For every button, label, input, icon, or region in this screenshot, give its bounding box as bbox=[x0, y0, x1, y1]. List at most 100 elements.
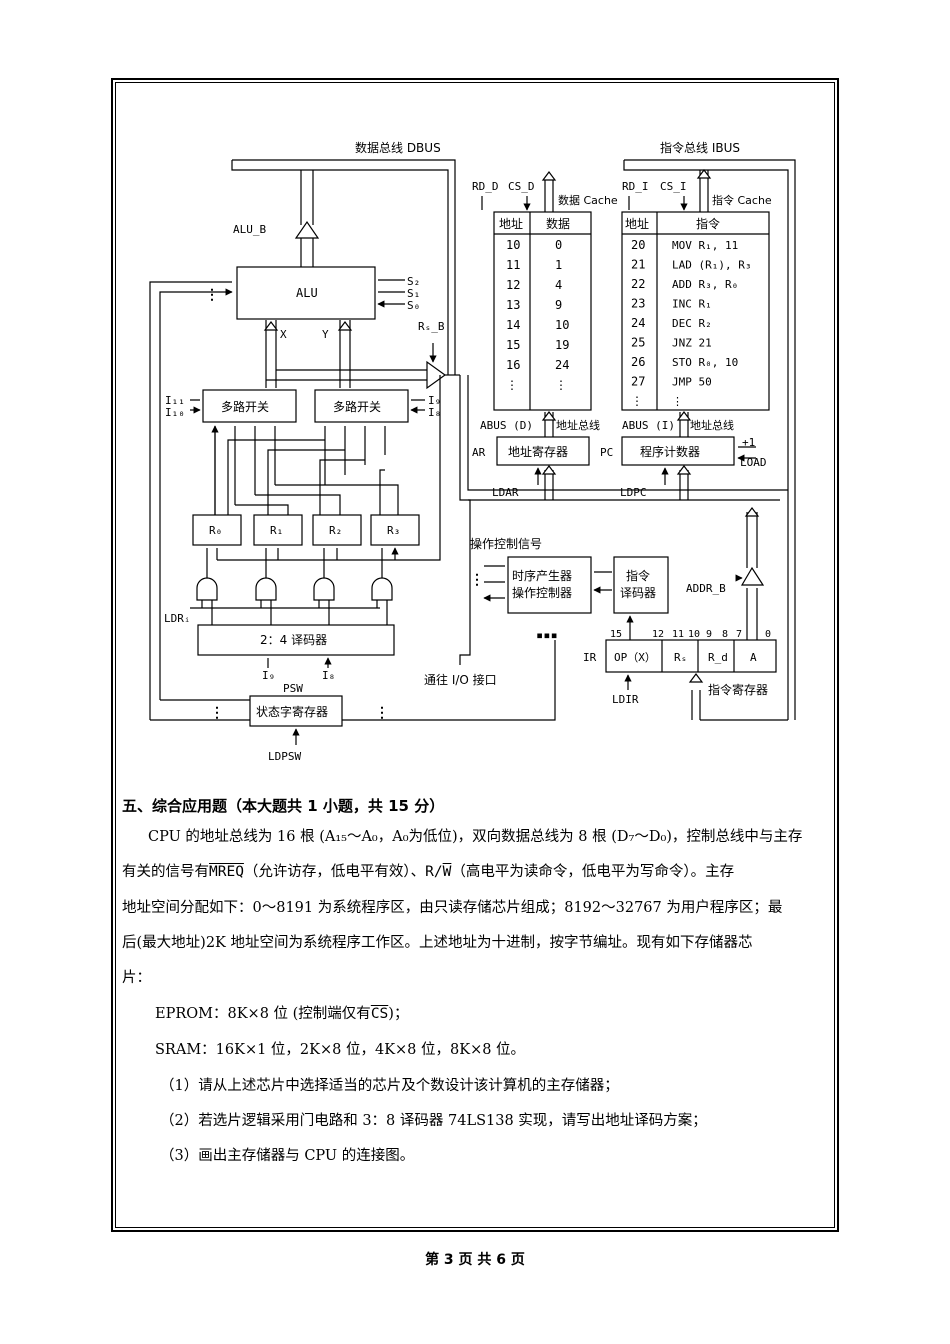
instr-cache-addr-cell: 25 bbox=[631, 336, 645, 350]
rd-i-label: RD_I bbox=[622, 180, 649, 193]
instr-cache-instr-cell: LAD (R₁), R₃ bbox=[672, 259, 751, 272]
dots-psw-right: ⋮ bbox=[375, 705, 389, 721]
ir-bit-7: 7 bbox=[736, 629, 742, 640]
instr-cache-instr-cell: ADD R₃, R₀ bbox=[672, 278, 738, 291]
data-cache-header-addr: 地址 bbox=[499, 217, 523, 231]
page-footer: 第 3 页 共 6 页 bbox=[425, 1252, 525, 1268]
s2-label: S₂ bbox=[407, 275, 420, 288]
ldri-label: LDRᵢ bbox=[164, 612, 191, 625]
ir-bit-10: 10 bbox=[688, 629, 700, 640]
pc-label: PC bbox=[600, 446, 613, 459]
timing-label: 时序产生器 bbox=[512, 568, 572, 583]
psw-label: PSW bbox=[283, 682, 303, 695]
ldpc-label: LDPC bbox=[620, 486, 647, 499]
alu-label: ALU bbox=[296, 286, 318, 300]
instr-cache-instr-cell: DEC R₂ bbox=[672, 317, 712, 330]
data-cache-data-cell: ⋮ bbox=[555, 378, 567, 392]
cs-i-label: CS_I bbox=[660, 180, 687, 193]
instr-decoder bbox=[613, 556, 669, 614]
op-ctrl-label: 操作控制器 bbox=[512, 585, 572, 600]
op-controller bbox=[507, 556, 592, 614]
para-line-2c: （高电平为读命令，低电平为写命令）。主存 bbox=[451, 864, 735, 880]
data-cache-addr-cell: 10 bbox=[506, 238, 520, 252]
instr-cache-addr-cell: 24 bbox=[631, 316, 645, 330]
pc-reg-label: 程序计数器 bbox=[640, 444, 700, 459]
i9-label: I₉ bbox=[428, 394, 441, 407]
ar-reg-label: 地址寄存器 bbox=[508, 444, 568, 459]
ldar-label: LDAR bbox=[492, 486, 519, 499]
i11-label: I₁₁ bbox=[165, 394, 185, 407]
ir-reg-label: 指令寄存器 bbox=[708, 682, 768, 697]
ir-bit-11: 11 bbox=[672, 629, 684, 640]
ir-bit-0: 0 bbox=[765, 629, 771, 640]
ir-bit-9: 9 bbox=[706, 629, 712, 640]
x-label: X bbox=[280, 328, 287, 341]
dec-i8-label: I₈ bbox=[322, 669, 335, 682]
abus-d-label: ABUS (D) bbox=[480, 419, 533, 432]
instr-cache-addr-cell: 22 bbox=[631, 277, 645, 291]
instr-dec-label-2: 译码器 bbox=[620, 586, 656, 600]
ar-label: AR bbox=[472, 446, 486, 459]
sram-line: SRAM：16K×1 位，2K×8 位，4K×8 位，8K×8 位。 bbox=[155, 1042, 526, 1058]
alu-b-label: ALU_B bbox=[233, 223, 266, 236]
data-cache-data-cell: 1 bbox=[555, 258, 562, 272]
rs-b-label: Rₛ_B bbox=[418, 320, 445, 333]
page-frame-inner bbox=[115, 82, 835, 1228]
data-cache-addr-cell: 15 bbox=[506, 338, 520, 352]
ir-field-op: OP（X） bbox=[614, 651, 656, 664]
addr-bus-d-label: 地址总线 bbox=[556, 418, 600, 432]
cs-d-label: CS_D bbox=[508, 180, 535, 193]
data-cache-data-cell: 0 bbox=[555, 238, 562, 252]
ir-field-rd: R_d bbox=[708, 651, 728, 664]
data-cache-addr-cell: 11 bbox=[506, 258, 520, 272]
instr-cache-addr-cell: 21 bbox=[631, 258, 645, 272]
dec-i9-label: I₉ bbox=[262, 669, 275, 682]
decoder-24 bbox=[197, 624, 395, 656]
cs-signal: CS bbox=[370, 1006, 389, 1022]
dbus-line bbox=[231, 159, 456, 375]
sub-question-2: （2）若选片逻辑采用门电路和 3：8 译码器 74LS138 实现，请写出地址译… bbox=[160, 1113, 707, 1129]
cpu-datapath-diagram: 数据总线 DBUS 指令总线 IBUS ALU_B ALU S₂ S₁ S₀ X… bbox=[149, 140, 796, 763]
addr-bus-i-label: 地址总线 bbox=[690, 418, 734, 432]
data-cache-addr-cell: 12 bbox=[506, 278, 520, 292]
ir-field-rs: Rₛ bbox=[674, 651, 687, 664]
rw-signal-w: W bbox=[442, 864, 452, 880]
abus-i-label: ABUS (I) bbox=[622, 419, 675, 432]
instr-cache-instr-cell: STO R₀, 10 bbox=[672, 356, 738, 369]
eprom-text: EPROM：8K×8 位 (控制端仅有 bbox=[155, 1006, 371, 1022]
i10-label: I₁₀ bbox=[165, 406, 185, 419]
instr-cache-instr-cell: JMP 50 bbox=[672, 376, 712, 389]
reg-r1 bbox=[253, 514, 303, 546]
data-cache-data-cell: 19 bbox=[555, 338, 569, 352]
instruction-cache bbox=[621, 211, 770, 411]
para-line-1: CPU 的地址总线为 16 根 (A₁₅～A₀，A₀为低位)，双向数据总线为 8… bbox=[148, 829, 803, 845]
reg-r0 bbox=[192, 514, 242, 546]
rw-signal-r: R/ bbox=[425, 864, 443, 880]
para-line-3: 地址空间分配如下：0～8191 为系统程序区，由只读存储芯片组成；8192～32… bbox=[122, 900, 783, 916]
para-line-2: 有关的信号有MREQ（允许访存，低电平有效）、R/W（高电平为读命令，低电平为写… bbox=[122, 862, 734, 882]
instr-dec-label-1: 指令 bbox=[626, 568, 650, 583]
sub-question-3: （3）画出主存储器与 CPU 的连接图。 bbox=[160, 1148, 415, 1164]
instr-cache-addr-cell: 23 bbox=[631, 297, 645, 311]
ir-label: IR bbox=[583, 651, 597, 664]
ctrl-signal-label: 操作控制信号 bbox=[470, 536, 542, 551]
ir-field-a: A bbox=[750, 651, 757, 664]
para-line-2a: 有关的信号有 bbox=[122, 864, 209, 880]
ldir-label: LDIR bbox=[612, 693, 639, 706]
ir-bit-12: 12 bbox=[652, 629, 664, 640]
mux-left-label: 多路开关 bbox=[221, 399, 269, 414]
psw-reg-label: 状态字寄存器 bbox=[256, 704, 328, 719]
data-cache-data-cell: 4 bbox=[555, 278, 562, 292]
data-cache-addr-cell: 16 bbox=[506, 358, 520, 372]
data-cache bbox=[493, 211, 592, 411]
data-cache-addr-cell: ⋮ bbox=[506, 378, 518, 392]
dots-psw-left: ⋮ bbox=[210, 705, 224, 721]
instr-cache-addr-cell: 27 bbox=[631, 375, 645, 389]
instr-cache-instr-cell: MOV R₁, 11 bbox=[672, 239, 738, 252]
data-cache-addr-cell: 13 bbox=[506, 298, 520, 312]
plus1-label: +1 bbox=[742, 436, 755, 449]
mux-right-label: 多路开关 bbox=[333, 399, 381, 414]
ir-register bbox=[605, 639, 777, 673]
dbus-label: 数据总线 DBUS bbox=[355, 140, 441, 155]
r0-label: R₀ bbox=[209, 524, 222, 537]
